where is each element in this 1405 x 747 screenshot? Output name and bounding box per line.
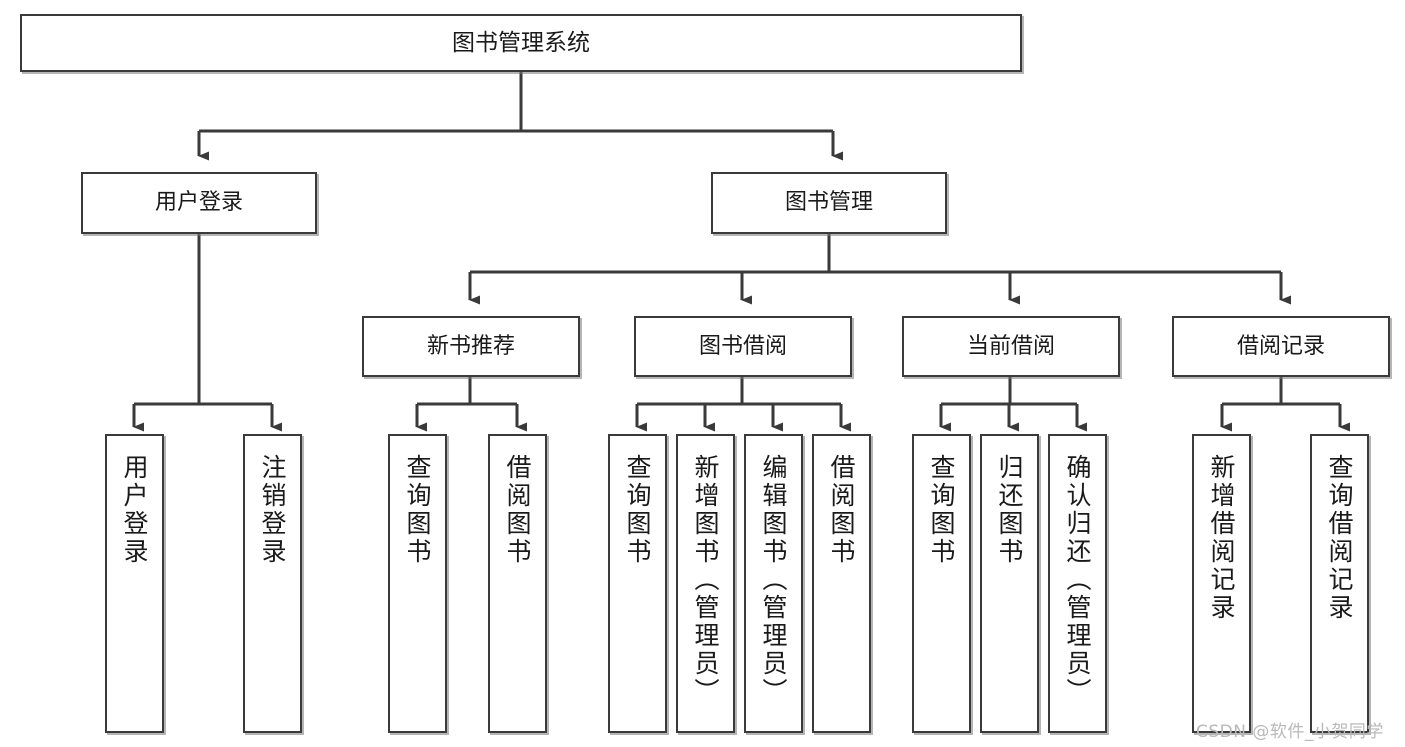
node-book-borrow[interactable]: 图书借阅	[634, 316, 852, 377]
node-current-borrow[interactable]: 当前借阅	[902, 316, 1120, 377]
leaf-user-logout[interactable]: 注销登录	[243, 434, 302, 733]
leaf-user-logout-label: 注销登录	[258, 454, 287, 566]
node-borrow-record-label: 借阅记录	[1236, 333, 1325, 359]
node-new-book-recommend-label: 新书推荐	[426, 333, 515, 359]
leaf-add-book-label: 新增图书（管理员）	[691, 454, 720, 706]
leaf-query-book-2[interactable]: 查询图书	[608, 434, 667, 733]
leaf-user-login[interactable]: 用户登录	[105, 434, 164, 733]
csdn-watermark: CSDN @软件_小贺同学	[1196, 722, 1384, 742]
node-borrow-record[interactable]: 借阅记录	[1172, 316, 1390, 377]
node-new-book-recommend[interactable]: 新书推荐	[362, 316, 580, 377]
leaf-add-record-label: 新增借阅记录	[1207, 454, 1236, 622]
leaf-query-book-3-label: 查询图书	[927, 454, 956, 566]
node-current-borrow-label: 当前借阅	[966, 333, 1055, 359]
node-root-label: 图书管理系统	[452, 29, 590, 56]
leaf-confirm-return-label: 确认归还（管理员）	[1063, 454, 1092, 706]
leaf-return-book-label: 归还图书	[995, 454, 1024, 566]
leaf-add-record[interactable]: 新增借阅记录	[1192, 434, 1251, 733]
leaf-query-record-label: 查询借阅记录	[1325, 454, 1354, 622]
node-user-login-label: 用户登录	[154, 190, 243, 216]
leaf-borrow-book-1[interactable]: 借阅图书	[488, 434, 547, 733]
leaf-confirm-return[interactable]: 确认归还（管理员）	[1048, 434, 1107, 733]
leaf-query-book-2-label: 查询图书	[623, 454, 652, 566]
node-user-login[interactable]: 用户登录	[81, 172, 317, 234]
leaf-add-book[interactable]: 新增图书（管理员）	[676, 434, 735, 733]
node-book-manage-label: 图书管理	[784, 190, 873, 216]
leaf-edit-book-label: 编辑图书（管理员）	[759, 454, 788, 706]
leaf-query-record[interactable]: 查询借阅记录	[1310, 434, 1369, 733]
leaf-return-book[interactable]: 归还图书	[980, 434, 1039, 733]
leaf-user-login-label: 用户登录	[120, 454, 149, 566]
leaf-borrow-book-2[interactable]: 借阅图书	[812, 434, 871, 733]
leaf-query-book-1-label: 查询图书	[403, 454, 432, 566]
leaf-borrow-book-2-label: 借阅图书	[827, 454, 856, 566]
node-book-borrow-label: 图书借阅	[698, 333, 787, 359]
leaf-borrow-book-1-label: 借阅图书	[503, 454, 532, 566]
node-root[interactable]: 图书管理系统	[20, 14, 1022, 72]
leaf-query-book-1[interactable]: 查询图书	[388, 434, 447, 733]
node-book-manage[interactable]: 图书管理	[711, 172, 947, 234]
leaf-query-book-3[interactable]: 查询图书	[912, 434, 971, 733]
leaf-edit-book[interactable]: 编辑图书（管理员）	[744, 434, 803, 733]
